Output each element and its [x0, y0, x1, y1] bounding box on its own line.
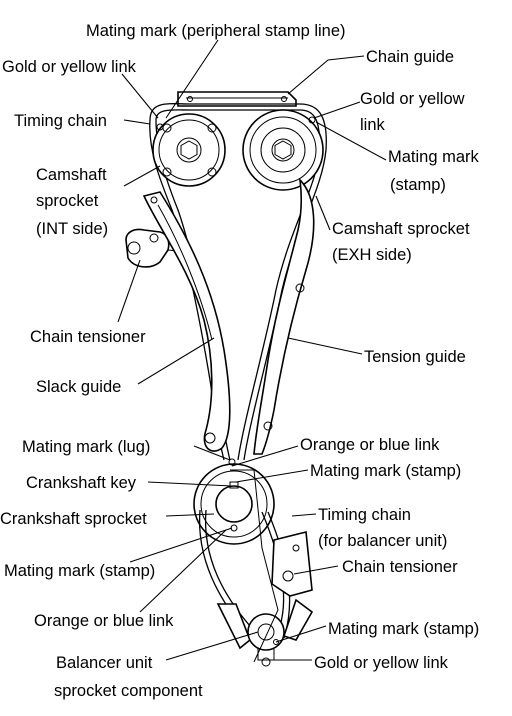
slack-guide: [142, 191, 231, 452]
label-orange-blue-lower: Orange or blue link: [34, 612, 174, 630]
label-slack-guide: Slack guide: [36, 378, 121, 396]
label-mating-mark-stamp-left: Mating mark (stamp): [4, 562, 155, 580]
label-mating-mark-stamp-right: Mating mark: [388, 148, 480, 166]
label-gold-yellow-right: Gold or yellow: [360, 90, 465, 108]
label-camshaft-int-2: sprocket: [36, 192, 99, 210]
label-chain-guide: Chain guide: [366, 48, 454, 66]
label-mating-mark-peripheral: Mating mark (peripheral stamp line): [86, 22, 346, 40]
camshaft-sprocket-int: [152, 113, 226, 187]
camshaft-sprocket-exh: [242, 109, 324, 191]
label-mating-mark-stamp-mid: Mating mark (stamp): [310, 462, 461, 480]
label-timing-chain-bal: Timing chain: [318, 506, 411, 524]
labels: Mating mark (peripheral stamp line) Chai…: [0, 22, 480, 700]
label-timing-chain-bal-2: (for balancer unit): [318, 532, 447, 550]
chain-guide: [177, 91, 297, 107]
label-camshaft-exh: Camshaft sprocket: [332, 220, 470, 238]
label-mating-mark-stamp-right-2: (stamp): [390, 176, 446, 194]
label-camshaft-int-3: (INT side): [36, 220, 108, 238]
label-crankshaft-sprocket: Crankshaft sprocket: [0, 510, 147, 528]
engine-parts: [125, 91, 327, 667]
crankshaft-sprocket: [193, 458, 275, 545]
label-camshaft-exh-2: (EXH side): [332, 246, 412, 264]
label-gold-yellow-left: Gold or yellow link: [2, 58, 137, 76]
label-gold-yellow-bottom: Gold or yellow link: [314, 654, 449, 672]
label-balancer-unit: Balancer unit: [56, 654, 153, 672]
label-timing-chain: Timing chain: [14, 112, 107, 130]
chain-tensioner-lower: [271, 531, 313, 597]
leader-lines: [117, 39, 387, 661]
label-chain-tensioner-lower: Chain tensioner: [342, 558, 458, 576]
label-chain-tensioner-upper: Chain tensioner: [30, 328, 146, 346]
label-mating-mark-lug: Mating mark (lug): [22, 438, 150, 456]
block-outline: [230, 469, 279, 663]
label-balancer-unit-2: sprocket component: [54, 682, 203, 700]
tension-guide: [253, 177, 315, 455]
label-mating-mark-stamp-bottom: Mating mark (stamp): [328, 620, 479, 638]
label-camshaft-int: Camshaft: [36, 166, 107, 184]
label-orange-blue-upper: Orange or blue link: [300, 436, 440, 454]
label-tension-guide: Tension guide: [364, 348, 466, 366]
label-crankshaft-key: Crankshaft key: [26, 474, 137, 492]
balancer-sprocket: [247, 613, 285, 667]
label-gold-yellow-right-2: link: [360, 116, 386, 134]
